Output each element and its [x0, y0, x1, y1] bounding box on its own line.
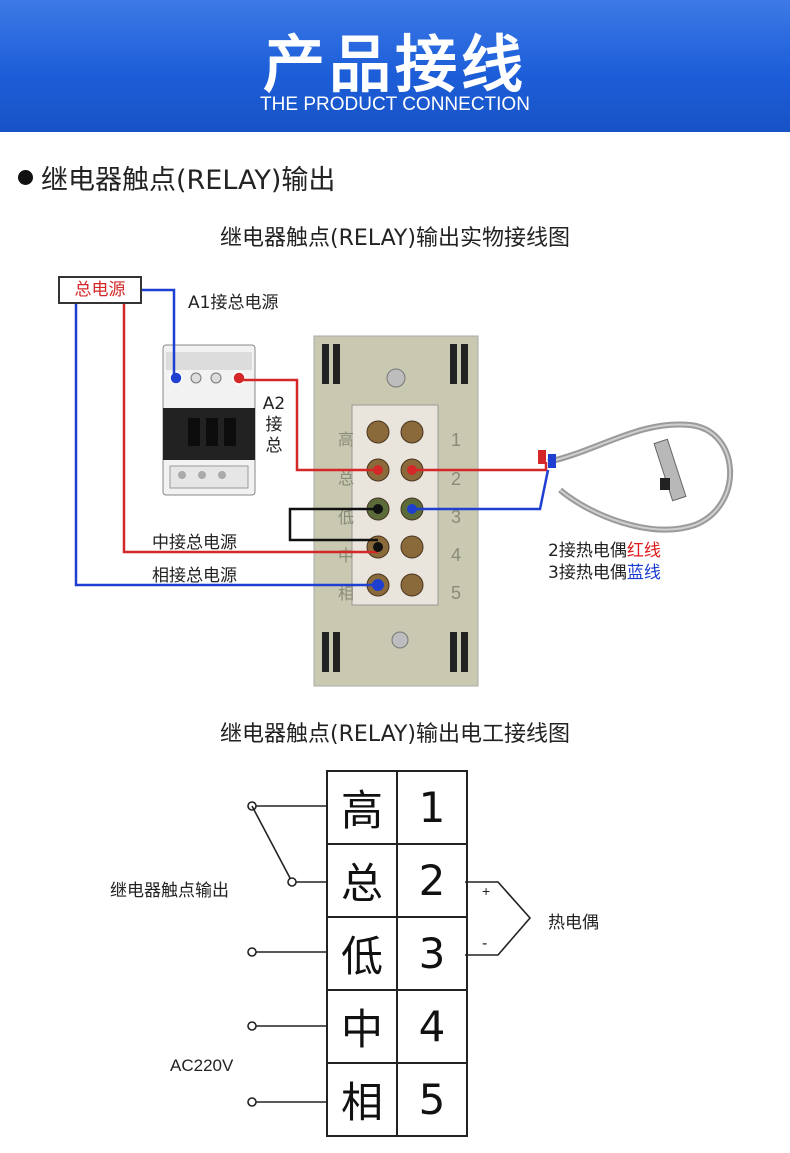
page-title: 产品接线 — [262, 28, 527, 101]
a2-label: A2接总 — [262, 394, 286, 456]
panel-char-4: 中 — [338, 546, 354, 565]
table-row: 总 2 — [326, 843, 468, 918]
tc-blue-wire-label: 3接热电偶蓝线 — [548, 563, 661, 583]
tc-minus-sign: - — [482, 935, 487, 952]
figure1-title: 继电器触点(RELAY)输出实物接线图 — [220, 226, 570, 251]
panel-num-1: 1 — [451, 430, 461, 450]
bullet-icon — [18, 170, 33, 185]
terminal-num-4: 4 — [396, 989, 468, 1064]
table-row: 低 3 — [326, 916, 468, 991]
terminal-num-1: 1 — [396, 770, 468, 845]
page-subtitle: THE PRODUCT CONNECTION — [260, 94, 530, 115]
a1-label: A1接总电源 — [188, 293, 279, 313]
wiring — [74, 288, 550, 587]
table-row: 中 4 — [326, 989, 468, 1064]
phase-label: 相接总电源 — [152, 566, 237, 586]
main-power-box: 总电源 — [58, 276, 142, 304]
tc-red-wire-label: 2接热电偶红线 — [548, 541, 661, 561]
terminal-name-4: 中 — [326, 989, 398, 1064]
terminal-name-5: 相 — [326, 1062, 398, 1137]
physical-wiring-diagram: 高 总 低 中 相 1 2 3 4 5 — [74, 288, 733, 687]
terminal-num-2: 2 — [396, 843, 468, 918]
section-heading: 继电器触点(RELAY)输出 — [18, 158, 335, 197]
contactor — [162, 344, 256, 496]
relay-output-label: 继电器触点输出 — [110, 881, 229, 901]
controller-panel: 高 总 低 中 相 1 2 3 4 5 — [313, 335, 479, 687]
terminal-name-1: 高 — [326, 770, 398, 845]
thermocouple-label: 热电偶 — [548, 913, 599, 933]
table-row: 高 1 — [326, 770, 468, 845]
panel-char-5: 相 — [338, 584, 354, 603]
panel-num-4: 4 — [451, 545, 461, 565]
terminal-name-3: 低 — [326, 916, 398, 991]
terminal-num-5: 5 — [396, 1062, 468, 1137]
panel-num-5: 5 — [451, 583, 461, 603]
section-heading-text: 继电器触点(RELAY)输出 — [41, 165, 336, 196]
terminal-num-3: 3 — [396, 916, 468, 991]
panel-char-1: 高 — [338, 430, 354, 449]
header-banner: 产品接线 THE PRODUCT CONNECTION — [0, 0, 790, 132]
panel-num-2: 2 — [451, 469, 461, 489]
table-row: 相 5 — [326, 1062, 468, 1137]
thermocouple-probe — [538, 421, 733, 533]
figure2-title: 继电器触点(RELAY)输出电工接线图 — [220, 722, 570, 747]
panel-char-3: 低 — [338, 508, 354, 527]
ac220v-label: AC220V — [170, 1056, 234, 1075]
tc-plus-sign: + — [482, 883, 490, 899]
mid-label: 中接总电源 — [152, 533, 237, 553]
panel-num-3: 3 — [451, 507, 461, 527]
panel-char-2: 总 — [338, 469, 354, 488]
terminal-table: 高 1 总 2 低 3 中 4 相 5 — [326, 770, 468, 1137]
terminal-name-2: 总 — [326, 843, 398, 918]
